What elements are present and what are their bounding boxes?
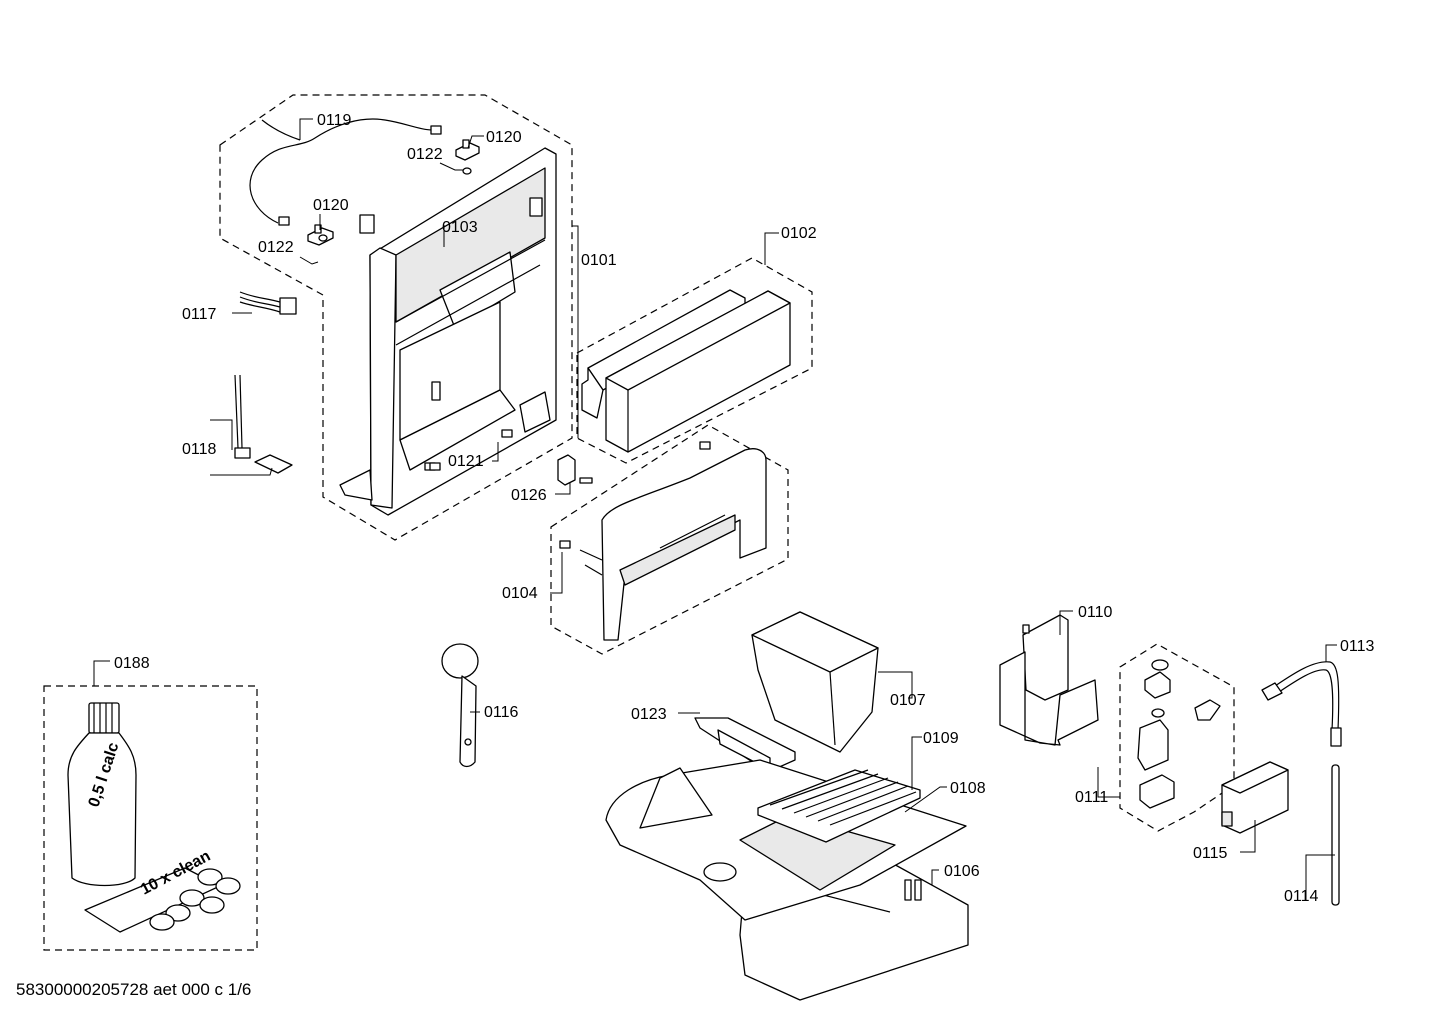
label-0116: 0116 — [484, 704, 519, 721]
filter-0115 — [1221, 761, 1289, 834]
label-0111: 0111 — [1075, 789, 1108, 806]
label-0113: 0113 — [1340, 638, 1375, 655]
group-outline-0188 — [43, 685, 258, 951]
label-0126: 0126 — [511, 487, 547, 504]
group-outline-0111 — [1119, 643, 1235, 832]
label-0110: 0110 — [1078, 604, 1113, 621]
valve-assembly-0111 — [1137, 659, 1221, 809]
part-labels: 0119 0120 0122 0120 0122 0103 0101 0102 … — [114, 112, 1375, 905]
connector-0117 — [239, 291, 297, 315]
bracket-0120-left — [307, 224, 334, 246]
label-0114: 0114 — [1284, 888, 1319, 905]
door-frame-0104 — [559, 441, 767, 641]
label-0102: 0102 — [781, 225, 817, 242]
label-0106: 0106 — [944, 863, 980, 880]
measuring-spoon-0116 — [441, 643, 479, 768]
hose-0113 — [1261, 661, 1342, 747]
label-0107: 0107 — [890, 692, 926, 709]
label-0122-left: 0122 — [258, 239, 294, 256]
label-0117: 0117 — [182, 306, 217, 323]
label-0118: 0118 — [182, 441, 217, 458]
sensor-0118 — [234, 374, 293, 474]
tube-0114 — [1331, 764, 1340, 906]
label-0109: 0109 — [923, 730, 959, 747]
water-tank-0107 — [751, 611, 879, 753]
leader-lines — [93, 118, 1337, 900]
accessory-kit-0188: 0,5 l calc 10 x clean — [67, 702, 241, 933]
label-0188: 0188 — [114, 655, 150, 672]
front-housing-0101 — [339, 147, 557, 516]
label-0108: 0108 — [950, 780, 986, 797]
label-0115: 0115 — [1193, 845, 1228, 862]
grid-0109 — [757, 769, 921, 843]
document-reference: 58300000205728 aet 000 c 1/6 — [16, 980, 252, 999]
cable-0119 — [249, 118, 442, 226]
label-0103: 0103 — [442, 219, 478, 236]
label-0123: 0123 — [631, 706, 667, 723]
group-outline-0101 — [219, 94, 573, 541]
label-0101: 0101 — [581, 252, 617, 269]
holder-0110 — [999, 614, 1099, 746]
label-0104: 0104 — [502, 585, 538, 602]
clip-0126 — [429, 454, 593, 486]
label-0119: 0119 — [317, 112, 352, 129]
lid-0102 — [581, 289, 791, 453]
label-0122-top: 0122 — [407, 146, 443, 163]
bracket-0120-top — [455, 139, 480, 175]
label-0120-left: 0120 — [313, 197, 349, 214]
label-0120-top: 0120 — [486, 129, 522, 146]
label-0121: 0121 — [448, 453, 484, 470]
